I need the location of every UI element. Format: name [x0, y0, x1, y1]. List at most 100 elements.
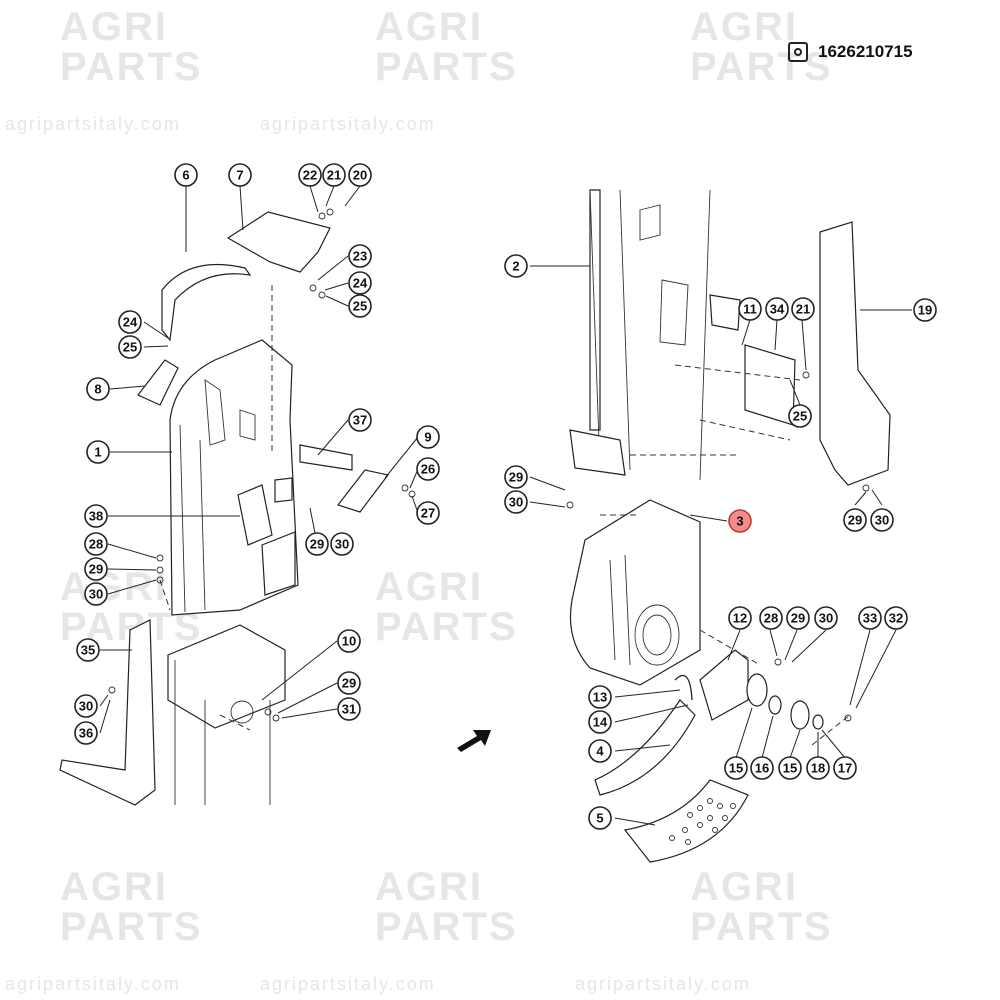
callout-10[interactable]: 10 — [337, 629, 361, 653]
watermark-brand: PARTS — [60, 45, 203, 89]
callout-30[interactable]: 30 — [84, 582, 108, 606]
perforation-holes — [669, 798, 736, 845]
watermark-url: agripartsitaly.com — [575, 974, 751, 994]
callout-30[interactable]: 30 — [74, 694, 98, 718]
callout-1[interactable]: 1 — [86, 440, 110, 464]
callout-13[interactable]: 13 — [588, 685, 612, 709]
callout-4[interactable]: 4 — [588, 739, 612, 763]
svg-text:29: 29 — [848, 513, 862, 528]
callout-9[interactable]: 9 — [416, 425, 440, 449]
svg-text:9: 9 — [424, 430, 431, 445]
callout-11[interactable]: 11 — [738, 297, 762, 321]
svg-text:22: 22 — [303, 168, 317, 183]
callout-31[interactable]: 31 — [337, 697, 361, 721]
callout-34[interactable]: 34 — [765, 297, 789, 321]
svg-text:4: 4 — [596, 744, 604, 759]
svg-text:14: 14 — [593, 715, 608, 730]
svg-text:30: 30 — [875, 513, 889, 528]
callout-21[interactable]: 21 — [322, 163, 346, 187]
svg-text:29: 29 — [509, 470, 523, 485]
svg-text:8: 8 — [94, 382, 101, 397]
watermark-brand: AGRI — [375, 565, 483, 609]
svg-text:26: 26 — [421, 462, 435, 477]
callout-35[interactable]: 35 — [76, 638, 100, 662]
bracket-part — [299, 444, 353, 471]
callout-37[interactable]: 37 — [348, 408, 372, 432]
watermark-brand: AGRI — [60, 5, 168, 49]
callout-33[interactable]: 33 — [858, 606, 882, 630]
svg-text:33: 33 — [863, 611, 877, 626]
callout-16[interactable]: 16 — [750, 756, 774, 780]
callout-12[interactable]: 12 — [728, 606, 752, 630]
callout-25[interactable]: 25 — [348, 294, 372, 318]
watermark-brand: AGRI — [60, 865, 168, 909]
svg-text:3: 3 — [736, 514, 743, 529]
side-plate-part — [237, 484, 273, 546]
svg-text:25: 25 — [123, 340, 137, 355]
fastener-part — [156, 566, 164, 574]
callout-29[interactable]: 29 — [843, 508, 867, 532]
callout-27[interactable]: 27 — [416, 501, 440, 525]
callout-25[interactable]: 25 — [118, 335, 142, 359]
svg-text:16: 16 — [755, 761, 769, 776]
svg-text:37: 37 — [353, 413, 367, 428]
svg-text:29: 29 — [791, 611, 805, 626]
callout-19[interactable]: 19 — [913, 298, 937, 322]
callout-18[interactable]: 18 — [806, 756, 830, 780]
hinge-bracket-part — [709, 294, 741, 331]
watermark-brand: AGRI — [690, 5, 798, 49]
duct-openings — [639, 204, 689, 346]
lower-channel-lines — [174, 660, 271, 805]
svg-text:32: 32 — [889, 611, 903, 626]
callout-30[interactable]: 30 — [330, 532, 354, 556]
callout-24[interactable]: 24 — [348, 271, 372, 295]
callout-28[interactable]: 28 — [84, 532, 108, 556]
fan-housing-edge — [609, 554, 631, 666]
callout-28[interactable]: 28 — [759, 606, 783, 630]
callout-21[interactable]: 21 — [791, 297, 815, 321]
ring-part — [790, 700, 810, 730]
callout-29[interactable]: 29 — [337, 671, 361, 695]
callout-25[interactable]: 25 — [788, 404, 812, 428]
callout-29[interactable]: 29 — [84, 557, 108, 581]
callout-17[interactable]: 17 — [833, 756, 857, 780]
callout-38[interactable]: 38 — [84, 504, 108, 528]
callout-6[interactable]: 6 — [174, 163, 198, 187]
callout-8[interactable]: 8 — [86, 377, 110, 401]
callout-2[interactable]: 2 — [504, 254, 528, 278]
svg-text:27: 27 — [421, 506, 435, 521]
guard-part — [59, 619, 156, 806]
callout-24[interactable]: 24 — [118, 310, 142, 334]
bearing-part — [768, 695, 782, 715]
callout-15[interactable]: 15 — [724, 756, 748, 780]
callout-29[interactable]: 29 — [786, 606, 810, 630]
callout-15[interactable]: 15 — [778, 756, 802, 780]
callout-14[interactable]: 14 — [588, 710, 612, 734]
callout-20[interactable]: 20 — [348, 163, 372, 187]
callout-5[interactable]: 5 — [588, 806, 612, 830]
duct-edge-lines — [589, 189, 711, 481]
callout-22[interactable]: 22 — [298, 163, 322, 187]
watermark-brand: AGRI — [375, 865, 483, 909]
callout-29[interactable]: 29 — [504, 465, 528, 489]
callout-30[interactable]: 30 — [504, 490, 528, 514]
watermark-brand: AGRI — [690, 865, 798, 909]
fan-intake-inner — [642, 614, 672, 656]
svg-text:29: 29 — [89, 562, 103, 577]
callout-32[interactable]: 32 — [884, 606, 908, 630]
callout-7[interactable]: 7 — [228, 163, 252, 187]
svg-text:24: 24 — [123, 315, 138, 330]
fastener-part — [156, 576, 164, 584]
callout-36[interactable]: 36 — [74, 721, 98, 745]
callout-26[interactable]: 26 — [416, 457, 440, 481]
callout-23[interactable]: 23 — [348, 244, 372, 268]
callout-3-highlighted[interactable]: 3 — [728, 509, 752, 533]
callout-30[interactable]: 30 — [814, 606, 838, 630]
motor-plate-part — [699, 649, 749, 721]
callout-30[interactable]: 30 — [870, 508, 894, 532]
part-code-header: 1626210715 — [788, 42, 913, 62]
fastener-part — [802, 371, 810, 379]
svg-text:10: 10 — [342, 634, 356, 649]
fastener-part — [844, 714, 852, 722]
callout-29[interactable]: 29 — [305, 532, 329, 556]
